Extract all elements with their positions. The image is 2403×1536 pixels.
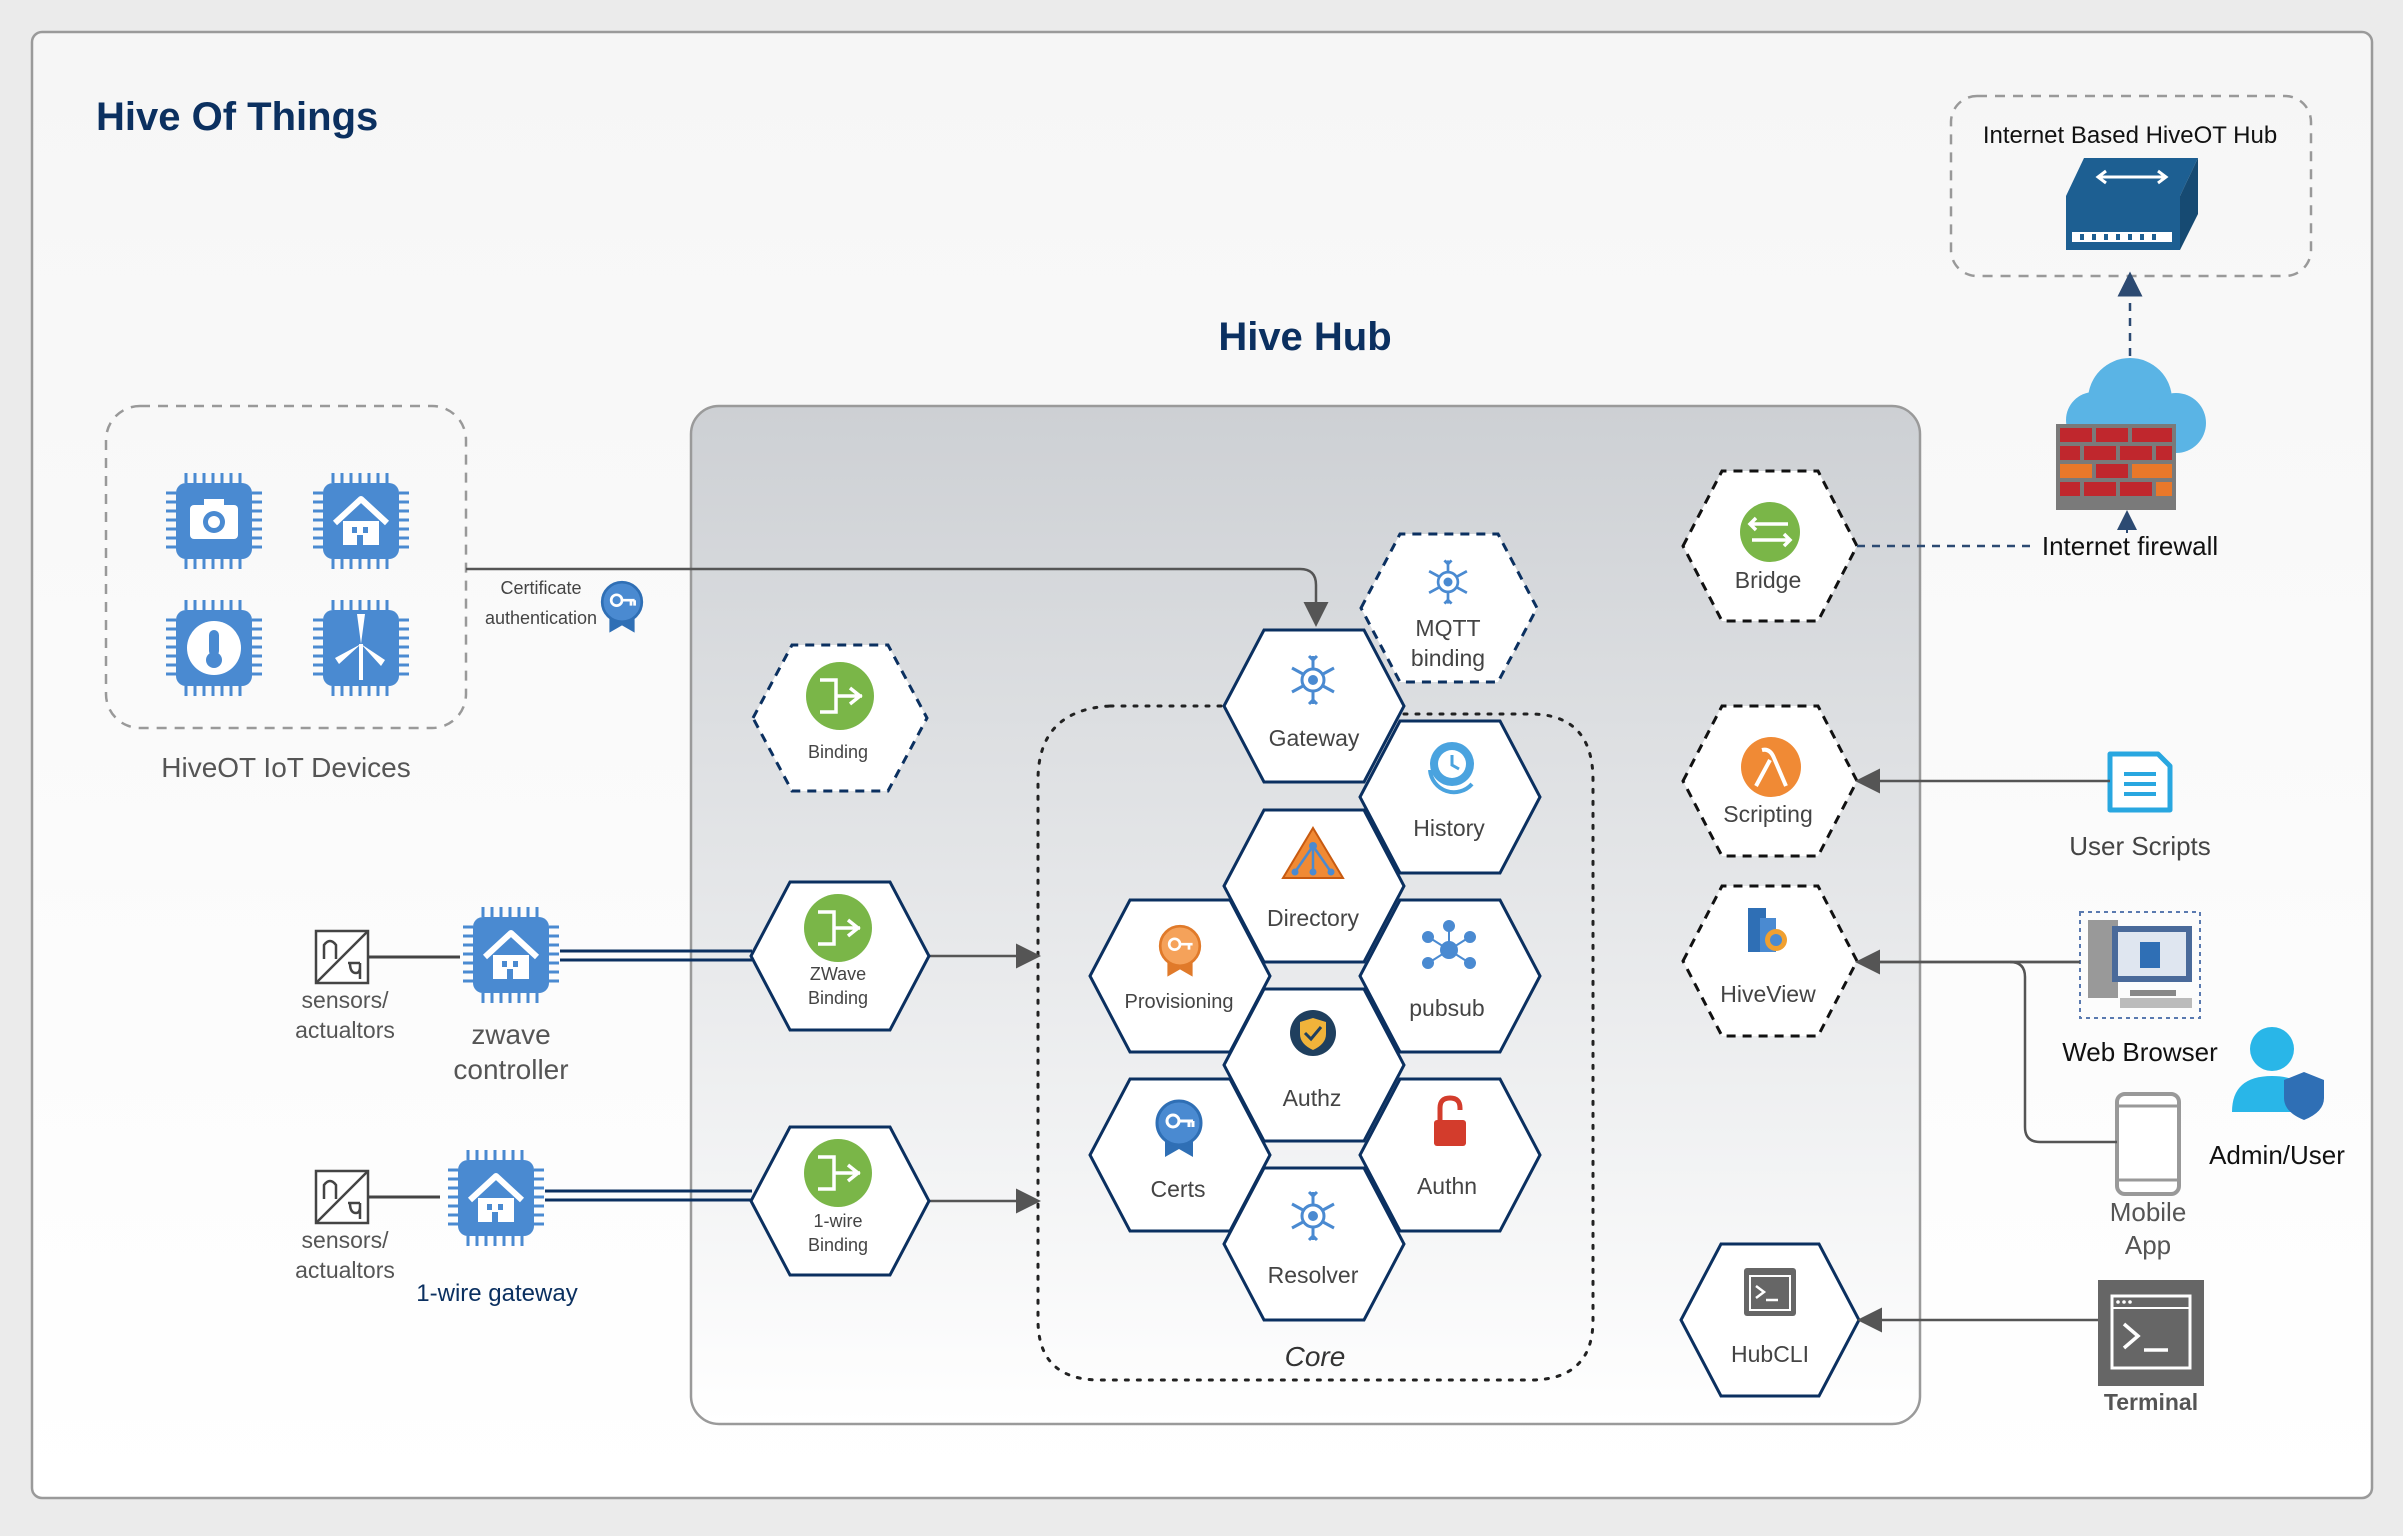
svg-text:HubCLI: HubCLI <box>1731 1341 1809 1367</box>
svg-text:Binding: Binding <box>808 1235 868 1255</box>
sensors-label-2a: sensors/ <box>302 1227 390 1253</box>
terminal-label: Terminal <box>2104 1389 2198 1415</box>
cert-auth-label-2: authentication <box>485 608 597 628</box>
sensor-actuator-icon <box>314 1169 370 1225</box>
mobile-label-1: Mobile <box>2110 1197 2187 1227</box>
pubsub-icon <box>1422 920 1476 969</box>
hubcli-node[interactable]: HubCLI <box>1679 1242 1861 1398</box>
svg-text:Authz: Authz <box>1283 1085 1342 1111</box>
svg-text:Binding: Binding <box>808 742 868 762</box>
certs-node[interactable]: Certs <box>1088 1077 1272 1233</box>
svg-text:Authn: Authn <box>1417 1173 1477 1199</box>
iot-devices-group <box>104 404 468 730</box>
zwave-link <box>560 949 752 962</box>
user-scripts-label: User Scripts <box>2069 831 2211 861</box>
history-icon <box>1428 742 1474 795</box>
hub-title: Hive Hub <box>1218 315 1391 359</box>
wind-turbine-device-icon <box>311 598 411 698</box>
web-browser-group <box>2079 911 2201 1019</box>
gateway-node[interactable]: Gateway <box>1222 628 1406 784</box>
mqtt-icon <box>1425 559 1471 605</box>
resolver-node[interactable]: Resolver <box>1222 1166 1406 1322</box>
authz-node[interactable]: Authz <box>1222 987 1406 1143</box>
pubsub-node[interactable]: pubsub <box>1358 898 1542 1054</box>
network-switch-icon <box>2066 158 2198 250</box>
zwave-label-2: controller <box>453 1054 568 1085</box>
bridge-node[interactable]: Bridge <box>1681 469 1859 623</box>
core-region <box>1036 704 1595 1382</box>
mobile-phone-icon <box>2115 1092 2181 1196</box>
mobile-label-2: App <box>2125 1230 2171 1260</box>
sensors-label-1a: sensors/ <box>302 987 390 1013</box>
svg-text:Resolver: Resolver <box>1268 1262 1359 1288</box>
page-title: Hive Of Things <box>96 95 378 139</box>
zwave-label-1: zwave <box>471 1019 550 1050</box>
svg-text:Provisioning: Provisioning <box>1125 991 1234 1013</box>
document-icon <box>2107 751 2173 813</box>
firewall-icon <box>2056 358 2206 510</box>
terminal-icon <box>1744 1268 1796 1316</box>
home-device-icon <box>311 471 411 571</box>
directory-icon <box>1281 826 1345 879</box>
svg-text:binding: binding <box>1411 645 1485 671</box>
zwave-controller-icon <box>461 905 561 1005</box>
svg-text:HiveView: HiveView <box>1720 981 1816 1007</box>
onewire-gateway-label: 1-wire gateway <box>416 1280 577 1307</box>
hiveview-node[interactable]: HiveView <box>1681 884 1859 1038</box>
gateway-icon <box>1287 654 1339 706</box>
sensors-label-1b: actualtors <box>295 1017 395 1043</box>
svg-text:Certs: Certs <box>1151 1176 1206 1202</box>
internet-hub-label: Internet Based HiveOT Hub <box>1983 122 2277 149</box>
binding-node[interactable]: Binding <box>751 643 929 793</box>
history-node[interactable]: History <box>1358 719 1542 875</box>
web-browser-label: Web Browser <box>2062 1037 2218 1067</box>
svg-text:ZWave: ZWave <box>810 964 866 984</box>
onewire-gateway-icon <box>446 1148 546 1248</box>
iot-devices-label: HiveOT IoT Devices <box>161 752 410 783</box>
sensors-label-2b: actualtors <box>295 1257 395 1283</box>
device-to-gateway-line <box>466 567 1329 627</box>
svg-text:Binding: Binding <box>808 988 868 1008</box>
mobile-to-hiveview-line <box>2009 960 2117 1144</box>
svg-text:pubsub: pubsub <box>1409 995 1484 1021</box>
desktop-computer-icon <box>2088 920 2192 1008</box>
svg-text:1-wire: 1-wire <box>813 1211 862 1231</box>
sensor-actuator-icon <box>314 929 370 985</box>
firewall-label: Internet firewall <box>2042 531 2218 561</box>
svg-text:Bridge: Bridge <box>1735 567 1801 593</box>
bridge-icon <box>1740 502 1800 562</box>
admin-user-icon <box>2232 1027 2324 1120</box>
admin-user-label: Admin/User <box>2209 1140 2345 1170</box>
svg-text:Scripting: Scripting <box>1723 801 1812 827</box>
svg-text:MQTT: MQTT <box>1415 615 1480 641</box>
provisioning-node[interactable]: Provisioning <box>1088 898 1272 1054</box>
lambda-icon <box>1741 737 1801 797</box>
svg-text:Directory: Directory <box>1267 905 1360 931</box>
hiveview-icon <box>1748 908 1787 952</box>
core-label: Core <box>1285 1341 1346 1372</box>
svg-text:Gateway: Gateway <box>1269 725 1360 751</box>
mqtt-binding-node[interactable]: MQTT binding <box>1359 532 1539 684</box>
terminal-app-icon <box>2098 1280 2204 1386</box>
cert-auth-label-1: Certificate <box>500 578 581 598</box>
authn-node[interactable]: Authn <box>1358 1077 1542 1233</box>
onewire-link <box>545 1189 752 1202</box>
directory-node[interactable]: Directory <box>1222 808 1406 964</box>
thermometer-device-icon <box>164 598 264 698</box>
scripting-node[interactable]: Scripting <box>1681 704 1859 858</box>
lock-icon <box>1434 1095 1466 1146</box>
authz-icon <box>1290 1010 1336 1056</box>
svg-text:History: History <box>1413 815 1485 841</box>
onewire-binding-node[interactable]: 1-wire Binding <box>749 1125 931 1277</box>
provisioning-icon <box>1158 924 1202 977</box>
camera-device-icon <box>164 471 264 571</box>
resolver-icon <box>1287 1190 1339 1242</box>
zwave-binding-node[interactable]: ZWave Binding <box>749 880 931 1032</box>
